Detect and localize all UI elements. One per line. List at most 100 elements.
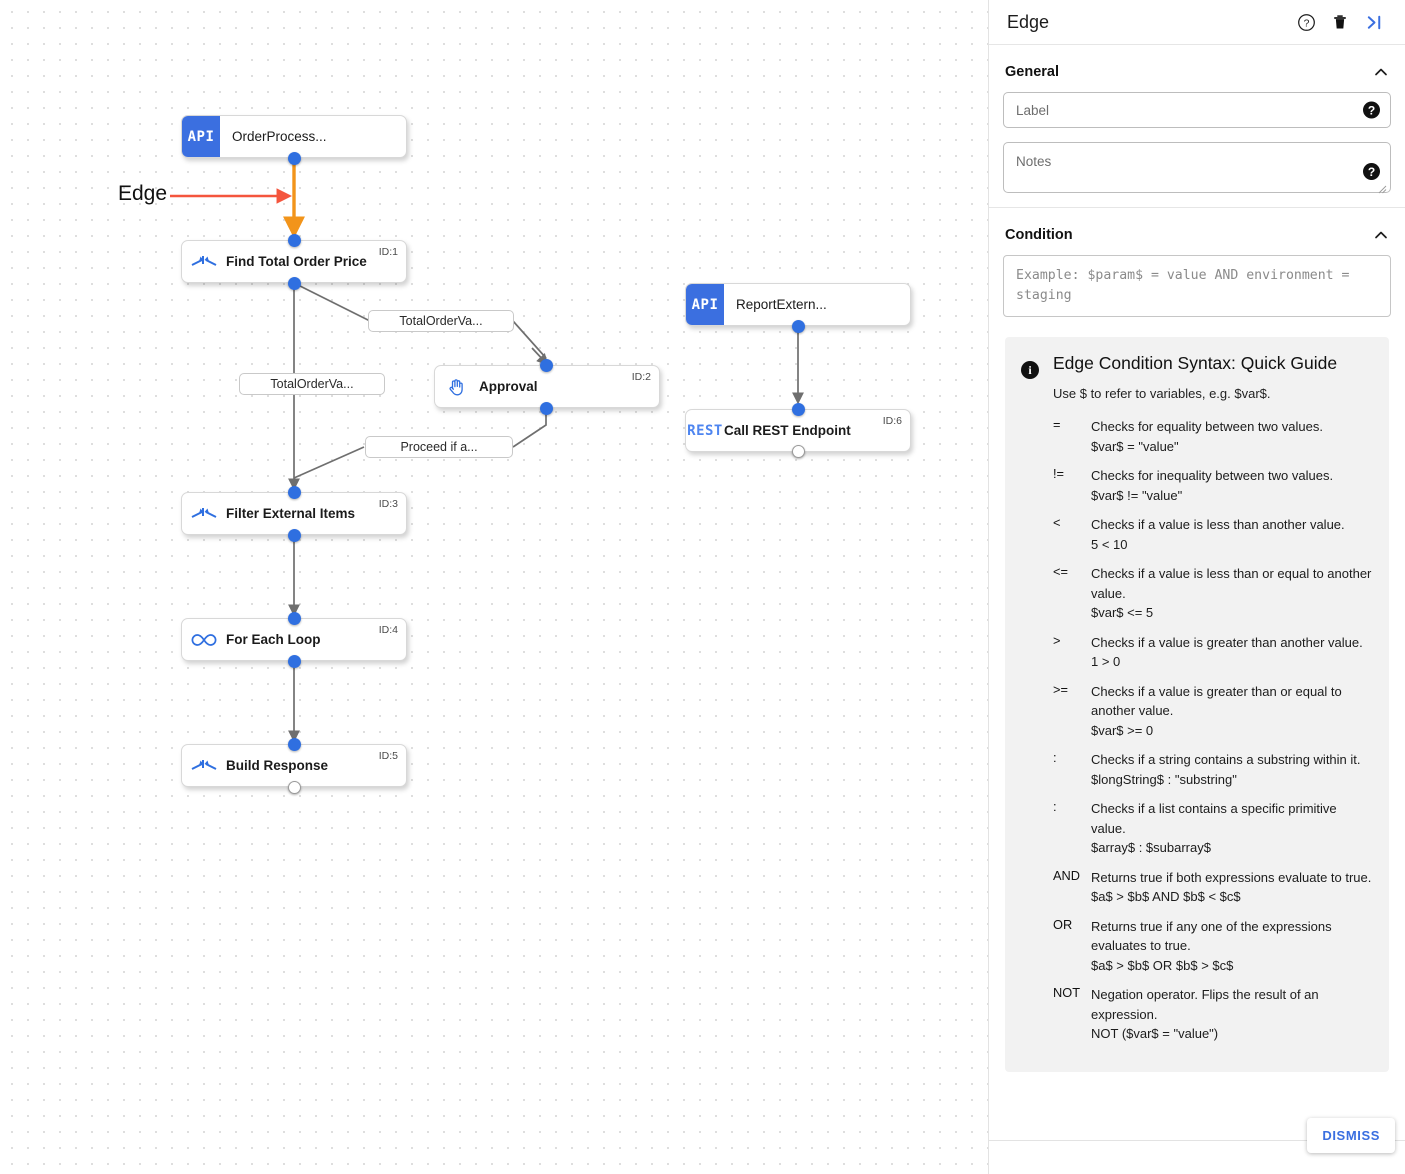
condition-heading: Condition: [1005, 227, 1073, 243]
port-in-build-response[interactable]: [288, 738, 301, 751]
node-title: Find Total Order Price: [226, 254, 367, 269]
chevron-up-icon[interactable]: [1373, 64, 1389, 80]
node-filter-external-items[interactable]: Filter External Items ID:3: [181, 492, 407, 535]
operator-example: $var$ <= 5: [1091, 605, 1154, 620]
operator-example: $a$ > $b$ AND $b$ < $c$: [1091, 889, 1241, 904]
operator-description: Checks if a value is greater than or equ…: [1091, 683, 1342, 719]
operator-symbol: >: [1053, 632, 1061, 648]
port-in-call-rest-endpoint[interactable]: [792, 403, 805, 416]
operator-row: !=Checks for inequality between two valu…: [1053, 466, 1373, 505]
port-out-call-rest-endpoint[interactable]: [792, 445, 805, 458]
operator-row: > Checks if a value is greater than anoth…: [1053, 633, 1373, 672]
port-out-order-process[interactable]: [288, 152, 301, 165]
operator-description: Checks if a value is less than another v…: [1091, 517, 1345, 532]
notes-input[interactable]: [1004, 143, 1390, 187]
operator-symbol: NOT: [1053, 985, 1081, 1000]
node-title: Call REST Endpoint: [724, 423, 851, 438]
svg-text:?: ?: [1303, 18, 1309, 29]
port-in-approval[interactable]: [540, 359, 553, 372]
operator-symbol: <: [1053, 515, 1061, 530]
operator-symbol: :: [1053, 750, 1057, 765]
operator-example: 5 < 10: [1091, 536, 1128, 552]
condition-input[interactable]: Example: $param$ = value AND environment…: [1003, 255, 1391, 317]
hand-icon: [435, 377, 479, 397]
condition-section: Condition Example: $param$ = value AND e…: [989, 208, 1405, 1072]
port-out-approval[interactable]: [540, 402, 553, 415]
operator-example: NOT ($var$ = "value"): [1091, 1026, 1219, 1041]
operator-example: $longString$ : "substring": [1091, 771, 1237, 787]
operator-description: Returns true if both expressions evaluat…: [1091, 869, 1372, 885]
edges-layer: [170, 158, 804, 743]
operator-row: < Checks if a value is less than another …: [1053, 515, 1373, 554]
merge-arrows-icon: [182, 758, 226, 774]
notes-help-icon[interactable]: ?: [1363, 163, 1380, 180]
notes-field-wrapper[interactable]: ?: [1003, 142, 1391, 194]
port-in-for-each-loop[interactable]: [288, 612, 301, 625]
merge-arrows-icon: [182, 506, 226, 522]
node-title: Build Response: [226, 758, 329, 773]
chevron-up-icon[interactable]: [1373, 227, 1389, 243]
node-id-tag: ID:3: [378, 498, 398, 510]
operator-example: 1 > 0: [1091, 654, 1121, 669]
operator-row: OR Returns true if any one of the express…: [1053, 917, 1373, 976]
operator-row: AND Returns true if both expressions eval…: [1053, 868, 1373, 907]
operator-description: Checks if a value is greater than anothe…: [1091, 634, 1363, 650]
info-icon: i: [1021, 361, 1039, 379]
node-id-tag: ID:4: [378, 624, 398, 636]
edge-label-chip[interactable]: Proceed if a...: [365, 436, 513, 458]
annotation-label-edge: Edge: [118, 182, 168, 205]
merge-arrows-icon: [182, 254, 226, 270]
operator-row: : Checks if a string contains a substring…: [1053, 750, 1373, 789]
port-in-find-total-order-price[interactable]: [288, 234, 301, 247]
operator-symbol: :: [1053, 799, 1057, 814]
operator-symbol: =: [1053, 417, 1061, 432]
port-out-filter-external-items[interactable]: [288, 529, 301, 542]
operator-list: = Checks for equality between two values.…: [1053, 417, 1373, 1044]
section-divider: [989, 207, 1405, 208]
port-in-filter-external-items[interactable]: [288, 486, 301, 499]
operator-description: Checks if a value is less than or equal …: [1091, 566, 1372, 601]
general-section-header[interactable]: General: [1003, 45, 1391, 92]
label-help-icon[interactable]: ?: [1363, 101, 1380, 119]
operator-row: : Checks if a list contains a specific pr…: [1053, 799, 1373, 858]
operator-example: $var$ != "value": [1091, 487, 1183, 503]
operator-row: NOT Negation operator. Flips the result o…: [1053, 985, 1373, 1044]
condition-placeholder: Example: $param$ = value AND environment…: [1016, 268, 1358, 303]
node-id-tag: ID:5: [378, 750, 398, 762]
operator-description: Checks if a list contains a specific pri…: [1091, 801, 1337, 836]
help-icon[interactable]: ?: [1289, 5, 1323, 39]
operator-row: <=Checks if a value is less than or equa…: [1053, 564, 1373, 623]
port-out-build-response[interactable]: [288, 781, 301, 794]
api-badge-icon: API: [686, 284, 724, 325]
edge-label-chip[interactable]: TotalOrderVa...: [239, 373, 385, 395]
edge-label-chip[interactable]: TotalOrderVa...: [368, 310, 514, 332]
label-field-wrapper[interactable]: ?: [1003, 92, 1391, 128]
operator-description: Checks for equality between two values.: [1091, 419, 1323, 434]
node-title: ReportExtern...: [736, 297, 827, 312]
panel-header: Edge ?: [989, 0, 1405, 45]
collapse-panel-icon[interactable]: [1357, 5, 1391, 39]
node-id-tag: ID:6: [882, 415, 902, 427]
label-input[interactable]: [1004, 93, 1390, 127]
port-out-find-total-order-price[interactable]: [288, 277, 301, 290]
port-out-report-external[interactable]: [792, 320, 805, 333]
operator-description: Negation operator. Flips the result of a…: [1091, 987, 1319, 1022]
condition-section-header[interactable]: Condition: [1003, 208, 1391, 255]
operator-example: $a$ > $b$ OR $b$ > $c$: [1091, 957, 1234, 973]
node-id-tag: ID:2: [631, 371, 651, 383]
node-title: Filter External Items: [226, 506, 356, 521]
node-for-each-loop[interactable]: For Each Loop ID:4: [181, 618, 407, 661]
operator-description: Checks if a string contains a substring …: [1091, 752, 1361, 767]
node-title: For Each Loop: [226, 632, 321, 647]
operator-row: >= Checks if a value is greater than or e…: [1053, 682, 1373, 741]
operator-symbol: OR: [1053, 916, 1073, 932]
port-out-for-each-loop[interactable]: [288, 655, 301, 668]
operator-symbol: AND: [1053, 867, 1081, 883]
operator-example: $var$ = "value": [1091, 438, 1179, 454]
workflow-canvas[interactable]: Edge API OrderProcess... Find Total Orde…: [0, 0, 988, 1174]
operator-description: Returns true if any one of the expressio…: [1091, 918, 1332, 954]
dismiss-button[interactable]: DISMISS: [1307, 1118, 1395, 1153]
node-id-tag: ID:1: [378, 246, 398, 258]
operator-symbol: >=: [1053, 681, 1068, 697]
delete-icon[interactable]: [1323, 5, 1357, 39]
